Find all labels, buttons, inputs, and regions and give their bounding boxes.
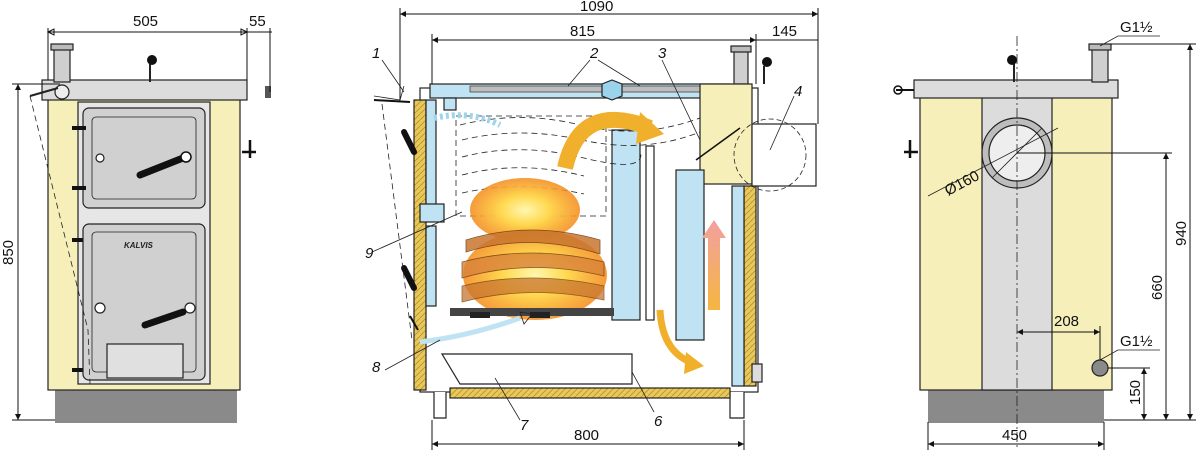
section-top-pipe xyxy=(733,49,749,85)
dim-back-total-height: 940 xyxy=(1173,221,1190,246)
downward-flow-arrow xyxy=(656,309,692,366)
dim-pipe-top: G1½ xyxy=(1120,19,1153,36)
back-top-plate xyxy=(913,79,1119,99)
fire-glow-lower xyxy=(463,230,607,320)
front-view: KALVIS 505 55 850 xyxy=(0,13,272,423)
ash-drawer xyxy=(440,353,633,385)
front-upper-door xyxy=(82,107,206,209)
dim-front-width: 505 xyxy=(133,13,158,30)
right-water-jacket xyxy=(731,185,745,387)
primary-air-arrow xyxy=(419,315,521,345)
dim-section-flue-offset: 145 xyxy=(772,23,797,40)
section-view: 1 2 3 4 6 7 8 9 1090 815 145 800 xyxy=(365,0,819,450)
insulation-right xyxy=(743,185,757,387)
fire-glow-upper xyxy=(470,178,580,242)
secondary-air-arrow xyxy=(433,112,502,128)
back-view: G1½ G1½ Ø160 940 660 150 208 450 xyxy=(893,19,1196,450)
callout-7: 7 xyxy=(520,417,529,434)
section-door-handle-lower xyxy=(401,265,417,291)
upward-flow-arrow xyxy=(702,220,726,310)
flue-duct-jacket xyxy=(699,83,753,185)
front-base xyxy=(55,388,237,423)
callout-8: 8 xyxy=(372,359,381,376)
section-door-handle-upper xyxy=(401,129,417,155)
flue-gas-flow-arrow xyxy=(557,112,653,170)
damper xyxy=(695,127,741,161)
dim-pipe-bottom: G1½ xyxy=(1120,333,1153,350)
front-lower-door xyxy=(82,223,206,381)
flue-opening-dashed xyxy=(733,118,807,192)
front-top-plate xyxy=(41,79,248,101)
dim-front-top-offset: 55 xyxy=(249,13,266,30)
back-bottom-outlet xyxy=(1091,359,1109,377)
front-left-connector xyxy=(54,84,70,100)
dim-section-total-width: 1090 xyxy=(580,0,613,15)
front-side-handle xyxy=(242,140,256,158)
back-side-handle xyxy=(904,140,918,158)
brand-logo: KALVIS xyxy=(124,241,154,250)
dim-section-base-width: 800 xyxy=(574,427,599,444)
insulation-left xyxy=(413,99,427,391)
callout-6: 6 xyxy=(654,413,663,430)
front-upper-handle xyxy=(136,154,187,179)
dim-back-flue-height: 660 xyxy=(1149,275,1166,300)
back-base xyxy=(928,388,1104,423)
dim-back-flue-offset: 208 xyxy=(1054,313,1079,330)
callout-1: 1 xyxy=(372,45,380,62)
insulation-bottom xyxy=(449,387,731,399)
dim-back-outlet-height: 150 xyxy=(1127,380,1144,405)
heat-exchanger-plate-2 xyxy=(675,169,705,341)
front-ash-door xyxy=(106,343,184,379)
dim-back-width: 450 xyxy=(1002,427,1027,444)
firewood-logs xyxy=(461,229,605,303)
callout-9: 9 xyxy=(365,245,374,262)
dim-front-height: 850 xyxy=(0,240,17,265)
dim-section-body-width: 815 xyxy=(570,23,595,40)
front-lower-handle xyxy=(141,308,187,329)
callout-3: 3 xyxy=(658,45,667,62)
front-top-pipe xyxy=(53,47,71,83)
callout-4: 4 xyxy=(794,83,802,100)
callout-2: 2 xyxy=(589,45,599,62)
flue-outlet xyxy=(751,123,817,187)
back-top-pipe xyxy=(1091,47,1109,83)
heat-exchanger-plate-1 xyxy=(611,129,641,321)
